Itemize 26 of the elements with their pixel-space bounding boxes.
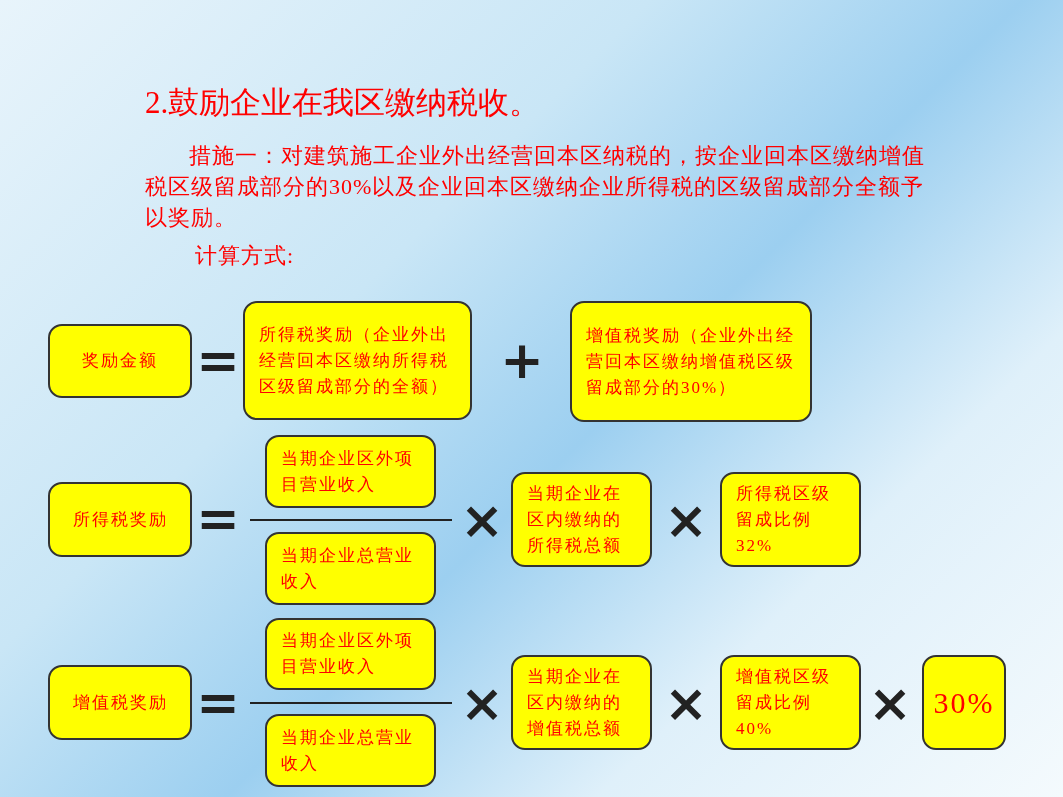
- operator-sign: ×: [664, 677, 708, 729]
- formula-box: 当期企业在区内缴纳的所得税总额: [511, 472, 652, 567]
- operator-sign: =: [196, 492, 240, 544]
- operator-sign: ×: [664, 494, 708, 546]
- formula-box: 增值税奖励（企业外出经营回本区缴纳增值税区级留成部分的30%）: [570, 301, 812, 422]
- operator-sign: ×: [460, 677, 504, 729]
- measure-paragraph: 措施一：对建筑施工企业外出经营回本区纳税的，按企业回本区缴纳增值税区级留成部分的30%以及企业回本区缴纳企业所得税的区级留成部分全额予以奖励。: [145, 142, 925, 232]
- formula-box: 当期企业总营业收入: [265, 714, 436, 787]
- formula-box: 当期企业区外项目营业收入: [265, 435, 436, 508]
- operator-sign: ×: [868, 677, 912, 729]
- formula-box: 增值税区级留成比例40%: [720, 655, 861, 750]
- title-text: 2.鼓励企业在我区缴纳税收。: [145, 84, 541, 122]
- operator-sign: =: [196, 334, 240, 386]
- formula-box: 奖励金额: [48, 324, 192, 398]
- formula-box: 当期企业总营业收入: [265, 532, 436, 605]
- formula-box: 增值税奖励: [48, 665, 192, 740]
- formula-box: 30%: [922, 655, 1006, 750]
- method-heading: 计算方式:: [195, 242, 296, 270]
- formula-box: 当期企业区外项目营业收入: [265, 618, 436, 690]
- formula-box: 所得税奖励: [48, 482, 192, 557]
- formula-box: 所得税奖励（企业外出经营回本区缴纳所得税区级留成部分的全额）: [243, 301, 472, 420]
- operator-sign: +: [500, 334, 544, 386]
- operator-sign: ×: [460, 494, 504, 546]
- formula-box: 当期企业在区内缴纳的增值税总额: [511, 655, 652, 750]
- formula-box: 所得税区级留成比例32%: [720, 472, 861, 567]
- operator-sign: =: [196, 676, 240, 728]
